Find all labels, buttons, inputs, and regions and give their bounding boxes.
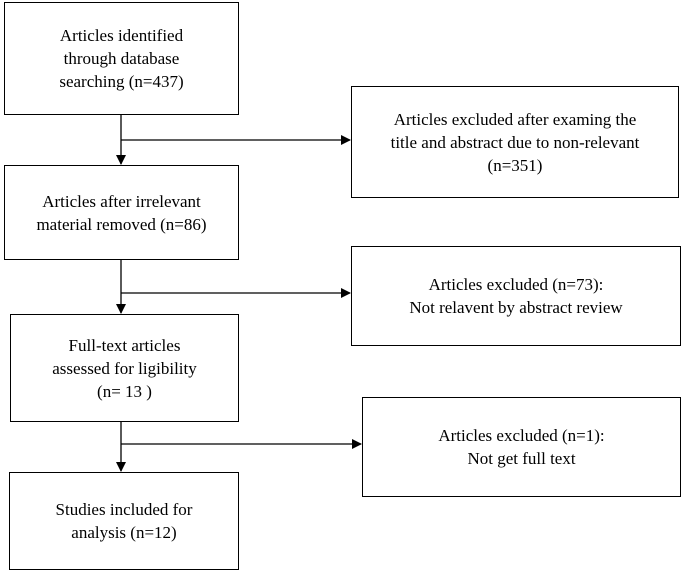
box-excluded-no-full-text: Articles excluded (n=1): Not get full te… [362,397,681,497]
box-text-line: Studies included for [55,500,193,519]
box-excluded-title-abstract: Articles excluded after examing the titl… [351,86,679,198]
box-text-line: assessed for ligibility [52,358,197,378]
box-text-line: Articles excluded (n=1): [438,426,605,445]
box-text-line: Full-text articles [68,335,181,355]
box-text-line: Not get full text [467,449,576,468]
box-studies-included: Studies included for analysis (n=12) [9,472,239,570]
box-text-line: (n= 13 ) [97,381,152,401]
box-text-line: material removed (n=86) [36,214,207,234]
box-excluded-abstract-review: Articles excluded (n=73): Not relavent b… [351,246,681,346]
box-text-line: (n=351) [487,155,543,175]
box-articles-after-removal: Articles after irrelevant material remov… [4,165,239,260]
box-text-line: Not relavent by abstract review [409,298,623,317]
box-text-line: searching (n=437) [59,72,184,91]
box-text-line: Articles excluded after examing the [393,109,637,129]
box-articles-identified: Articles identified through database sea… [4,2,239,115]
box-text-line: analysis (n=12) [71,523,177,542]
box-text-line: Articles identified [59,26,184,45]
box-text-line: Articles after irrelevant [42,191,201,211]
box-text-line: through database [63,49,180,68]
box-full-text-assessed: Full-text articles assessed for ligibili… [10,314,239,422]
box-text-line: Articles excluded (n=73): [428,275,604,294]
box-text-line: title and abstract due to non-relevant [390,132,640,152]
